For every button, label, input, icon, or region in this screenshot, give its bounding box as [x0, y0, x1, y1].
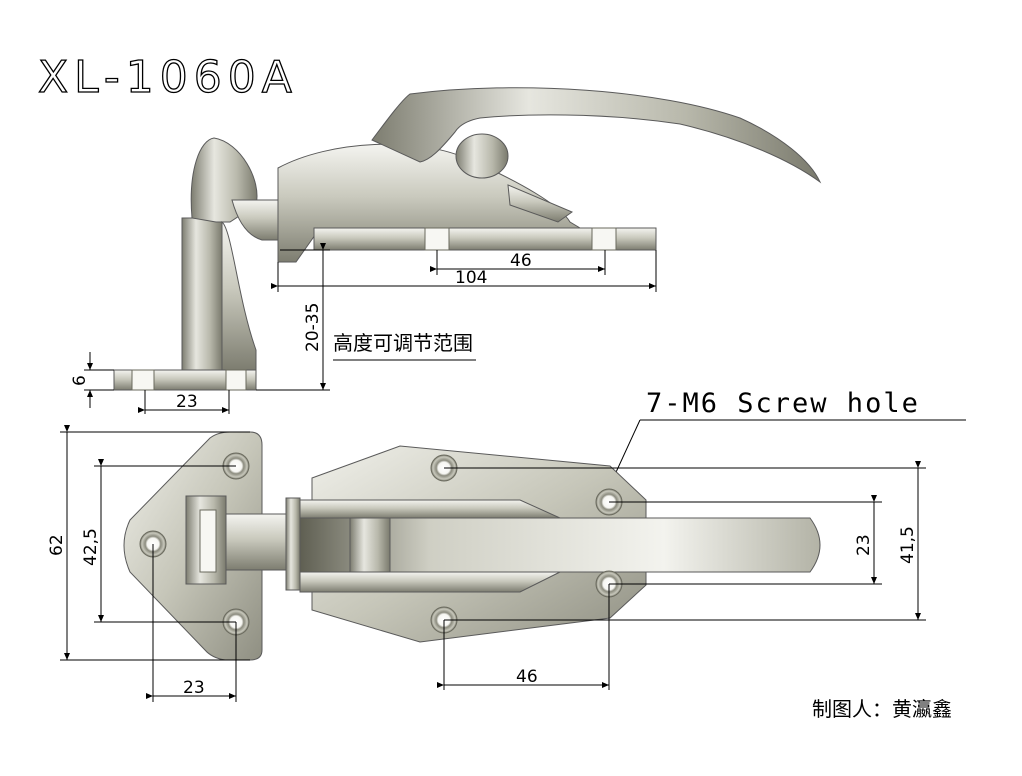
side-hook-post [181, 217, 223, 371]
side-base-hole-right [225, 369, 247, 391]
dim-side-range: 20-35 [303, 303, 323, 352]
dim-side-46: 46 [510, 251, 532, 271]
dim-side-6: 6 [70, 375, 90, 386]
dim-top-23-right: 23 [854, 534, 874, 556]
dim-side-23: 23 [176, 392, 198, 412]
dim-top-42-5: 42,5 [81, 528, 101, 566]
top-hinge-collar [285, 497, 301, 591]
side-view: 46 104 20-35 高度可调节范围 6 23 [70, 87, 822, 414]
side-hook-curve [221, 220, 257, 371]
dim-top-46: 46 [516, 667, 538, 687]
side-handle-lever [371, 87, 822, 184]
top-handle [299, 517, 821, 573]
drafter-credit: 制图人：黄瀛鑫 [812, 697, 952, 721]
dim-side-104: 104 [455, 268, 487, 288]
top-handle-guard [299, 499, 561, 519]
dim-top-62: 62 [47, 534, 67, 556]
drawing-title: XL-1060A [38, 52, 298, 103]
top-hinge-pin [225, 513, 289, 571]
top-strike-slot-inner [199, 509, 217, 573]
side-latch-catch [231, 199, 283, 241]
side-plate-hole-1 [424, 227, 450, 251]
side-pivot-knob [455, 133, 509, 179]
range-note: 高度可调节范围 [333, 331, 473, 355]
top-handle-guard-lower [299, 571, 561, 593]
top-view: 62 42,5 23 46 23 41,5 [47, 425, 926, 702]
side-plate-hole-2 [591, 227, 617, 251]
side-base-hole-left [131, 369, 155, 391]
side-lever-link [507, 184, 574, 223]
dim-top-23-left: 23 [183, 678, 205, 698]
dim-top-41-5: 41,5 [898, 526, 918, 564]
top-handle-grip [349, 513, 391, 575]
screw-hole-note: 7-M6 Screw hole [646, 388, 920, 419]
